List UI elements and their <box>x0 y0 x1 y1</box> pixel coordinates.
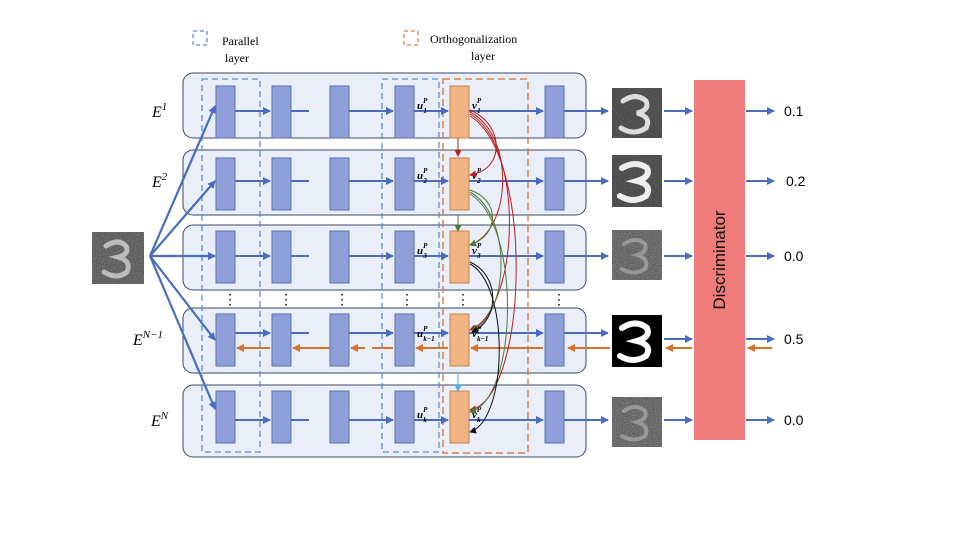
score-2: 0.2 <box>786 173 806 189</box>
score-1: 0.1 <box>784 103 804 119</box>
parallel-block <box>394 230 415 284</box>
encoder-label-5: EN <box>150 410 169 430</box>
ellipsis-3: ⋮ <box>335 293 349 308</box>
ortho-block <box>449 230 470 284</box>
ortho-legend-swatch <box>403 30 419 46</box>
parallel-block <box>215 85 236 139</box>
encoder-label-2: E2 <box>151 171 168 191</box>
encoder-label-4: EN−1 <box>132 329 163 349</box>
parallel-block <box>271 313 292 367</box>
row-backgrounds <box>182 72 587 458</box>
parallel-layer-box-right <box>381 78 440 453</box>
parallel-block <box>329 390 350 444</box>
score-arrows <box>746 107 775 424</box>
ellipsis-6: ⋮ <box>552 293 566 308</box>
ortho-legend-label-1: Orthogonalization <box>430 32 517 46</box>
ortho-block <box>449 85 470 139</box>
output-images <box>612 88 662 447</box>
ortho-links <box>454 109 517 434</box>
ellipsis-5: ⋮ <box>456 293 470 308</box>
row-bg-1 <box>182 72 587 139</box>
parallel-block <box>329 157 350 211</box>
output-image-2 <box>612 155 662 207</box>
ortho-layer-box <box>442 78 529 454</box>
parallel-block <box>394 313 415 367</box>
parallel-layer-box-left <box>201 78 261 453</box>
discriminator-label: Discriminator <box>710 210 729 310</box>
legend: Parallel layer Orthogonalization layer <box>192 30 517 65</box>
parallel-legend-swatch <box>192 30 208 46</box>
input-fanout-arrows <box>148 105 217 410</box>
ellipsis-2: ⋮ <box>279 293 293 308</box>
ortho-legend-label-2: layer <box>471 49 495 63</box>
encoder-label-1: E1 <box>151 101 167 121</box>
parallel-block <box>271 390 292 444</box>
parallel-block <box>215 157 236 211</box>
output-image-1 <box>612 88 662 138</box>
parallel-block <box>215 313 236 367</box>
parallel-legend-label-2: layer <box>225 51 249 65</box>
score-5: 0.0 <box>784 412 804 428</box>
output-block <box>544 85 565 139</box>
parallel-block <box>271 157 292 211</box>
ellipsis-4: ⋮ <box>400 293 414 308</box>
ortho-block <box>449 390 470 444</box>
score-3: 0.0 <box>784 248 804 264</box>
score-4: 0.5 <box>784 331 804 347</box>
parallel-block <box>394 157 415 211</box>
output-image-3 <box>612 230 662 280</box>
parallel-block <box>329 85 350 139</box>
row-bg-4 <box>182 307 587 374</box>
output-image-5 <box>612 397 662 447</box>
parallel-block <box>394 85 415 139</box>
ellipsis-row: ⋮ ⋮ ⋮ ⋮ ⋮ ⋮ <box>223 293 566 308</box>
parallel-block <box>215 230 236 284</box>
discriminator: Discriminator <box>694 80 745 440</box>
parallel-block <box>271 85 292 139</box>
parallel-legend-label-1: Parallel <box>222 34 259 48</box>
input-image <box>92 232 144 284</box>
parallel-block <box>329 313 350 367</box>
output-image-4 <box>612 315 662 367</box>
ortho-block <box>449 313 470 367</box>
output-block <box>544 230 565 284</box>
output-block <box>544 157 565 211</box>
ellipsis-1: ⋮ <box>223 293 237 308</box>
output-block <box>544 313 565 367</box>
discriminator-box <box>694 80 745 440</box>
output-block <box>544 390 565 444</box>
row-bg-3 <box>182 224 587 291</box>
parallel-block <box>329 230 350 284</box>
to-discriminator-arrows <box>664 107 693 424</box>
parallel-block <box>394 390 415 444</box>
ortho-block <box>449 157 470 211</box>
row-bg-2 <box>182 149 587 216</box>
output-scores: 0.1 0.2 0.0 0.5 0.0 <box>784 103 806 428</box>
parallel-block <box>215 390 236 444</box>
parallel-block <box>271 230 292 284</box>
